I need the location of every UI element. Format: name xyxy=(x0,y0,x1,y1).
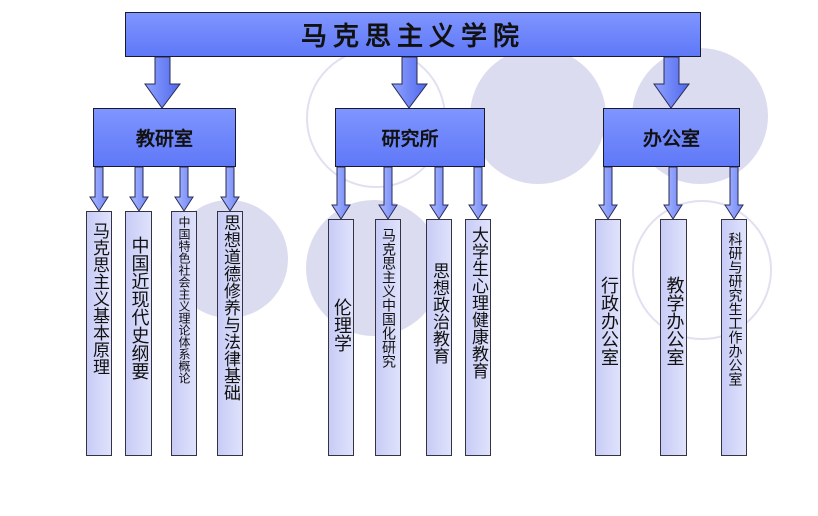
leaf-arrow xyxy=(129,166,149,212)
leaf-arrow xyxy=(598,166,618,220)
dept-label: 教研室 xyxy=(135,128,193,150)
dept-box-jiaoyanshi: 教研室 xyxy=(93,108,236,167)
college-title: 马克思主义学院 xyxy=(300,22,525,52)
leaf-label: 中国近现代史纲要 xyxy=(128,236,150,380)
leaf-box: 中国特色社会主义理论体系概论 xyxy=(171,211,197,456)
leaf-box: 思想道德修养与法律基础 xyxy=(217,211,243,456)
leaf-box: 思想政治教育 xyxy=(426,219,452,456)
leaf-box: 科研与研究生工作办公室 xyxy=(721,219,747,456)
leaf-label: 教学办公室 xyxy=(663,276,685,366)
leaf-label: 行政办公室 xyxy=(598,276,619,366)
college-title-box: 马克思主义学院 xyxy=(125,12,701,57)
dept-box-yanjiusuo: 研究所 xyxy=(335,108,485,167)
leaf-label: 思想道德修养与法律基础 xyxy=(220,214,240,401)
leaf-box: 伦理学 xyxy=(328,219,354,456)
leaf-label: 马克思主义中国化研究 xyxy=(380,228,396,368)
leaf-arrow xyxy=(378,166,398,220)
top-arrows xyxy=(144,56,690,109)
arrow-to-bangongshi xyxy=(653,56,690,109)
leaf-box: 行政办公室 xyxy=(595,219,621,456)
leaf-label: 思想政治教育 xyxy=(429,262,449,364)
bg-circle xyxy=(470,48,606,184)
leaf-label: 马克思主义基本原理 xyxy=(89,222,109,375)
leaf-box: 马克思主义中国化研究 xyxy=(375,219,401,456)
leaf-arrow xyxy=(89,166,109,212)
leaf-arrow xyxy=(468,166,488,220)
leaf-label: 科研与研究生工作办公室 xyxy=(726,232,743,386)
leaf-arrow xyxy=(724,166,744,220)
dept-label: 研究所 xyxy=(381,128,439,150)
dept-box-bangongshi: 办公室 xyxy=(603,108,740,167)
leaf-box: 大学生心理健康教育 xyxy=(465,219,491,456)
leaf-label: 大学生心理健康教育 xyxy=(468,226,488,379)
leaf-arrow xyxy=(174,166,194,212)
leaf-box: 马克思主义基本原理 xyxy=(86,211,112,456)
leaf-label: 中国特色社会主义理论体系概论 xyxy=(177,216,191,384)
arrow-to-yanjiusuo xyxy=(391,56,428,109)
leaf-box: 中国近现代史纲要 xyxy=(125,211,152,456)
leaf-box: 教学办公室 xyxy=(660,219,687,456)
leaf-arrows xyxy=(89,166,744,220)
leaf-arrow xyxy=(220,166,240,212)
leaf-arrow xyxy=(663,166,683,220)
leaf-arrow xyxy=(429,166,449,220)
dept-label: 办公室 xyxy=(642,128,700,150)
leaf-label: 伦理学 xyxy=(331,298,352,352)
bg-ring xyxy=(632,200,772,340)
leaf-arrow xyxy=(331,166,351,220)
arrow-to-jiaoyanshi xyxy=(144,56,181,109)
